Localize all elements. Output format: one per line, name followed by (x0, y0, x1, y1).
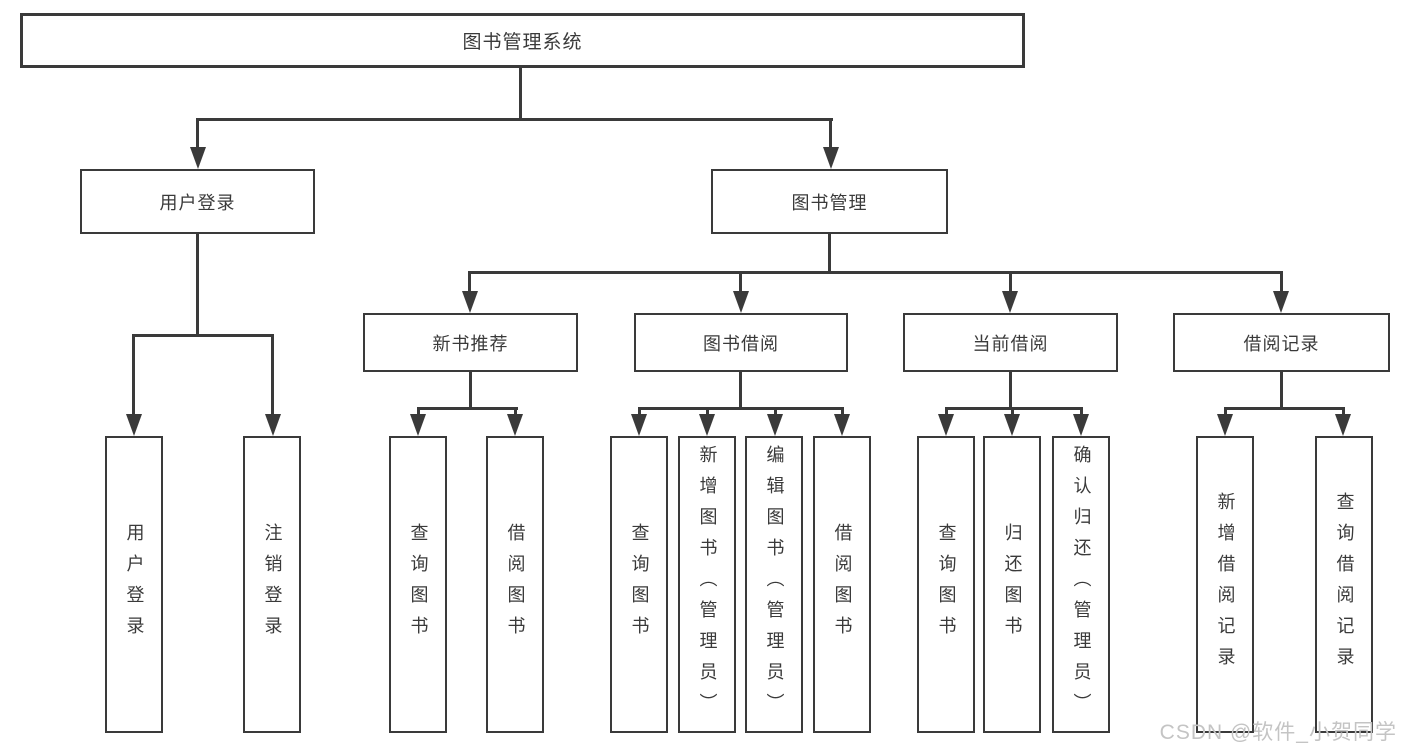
leaf-label: 借阅图书 (505, 522, 526, 647)
leaf-label: 查询借阅记录 (1334, 491, 1355, 678)
connector-arrowhead (1073, 414, 1089, 436)
leaf-label: 新增图书（管理员） (697, 445, 718, 724)
leaf-query-books-borrow: 查询图书 (610, 436, 668, 733)
node-label: 用户登录 (159, 192, 236, 213)
connector-line (1342, 407, 1345, 418)
connector-arrowhead (507, 414, 523, 436)
node-library-management-system: 图书管理系统 (20, 13, 1025, 68)
node-label: 当前借阅 (972, 333, 1049, 354)
node-label: 借阅记录 (1243, 333, 1320, 354)
leaf-borrow-books-recommend: 借阅图书 (486, 436, 544, 733)
leaf-query-books-recommend: 查询图书 (389, 436, 447, 733)
connector-arrowhead (767, 414, 783, 436)
connector-line (1224, 407, 1345, 410)
connector-line (945, 407, 948, 418)
leaf-label: 确认归还（管理员） (1071, 445, 1092, 724)
connector-line (1280, 271, 1283, 295)
connector-line (132, 334, 135, 418)
connector-line (519, 68, 522, 120)
node-label: 新书推荐 (432, 333, 509, 354)
leaf-label: 查询图书 (408, 522, 429, 647)
leaf-label: 借阅图书 (832, 522, 853, 647)
leaf-add-borrow-record: 新增借阅记录 (1196, 436, 1254, 733)
connector-arrowhead (410, 414, 426, 436)
leaf-label: 注销登录 (262, 522, 283, 647)
connector-line (638, 407, 844, 410)
connector-line (1080, 407, 1083, 418)
connector-arrowhead (823, 147, 839, 169)
connector-line (706, 407, 709, 418)
leaf-query-books-current: 查询图书 (917, 436, 975, 733)
connector-line (196, 234, 199, 336)
connector-line (417, 407, 518, 410)
connector-line (841, 407, 844, 418)
connector-arrowhead (1002, 291, 1018, 313)
connector-arrowhead (699, 414, 715, 436)
node-label: 图书借阅 (703, 333, 779, 354)
connector-arrowhead (190, 147, 206, 169)
connector-line (469, 372, 472, 409)
connector-arrowhead (834, 414, 850, 436)
connector-line (829, 118, 832, 150)
node-current-borrow: 当前借阅 (903, 313, 1118, 372)
connector-arrowhead (265, 414, 281, 436)
node-user-login: 用户登录 (80, 169, 315, 234)
connector-line (774, 407, 777, 418)
connector-line (638, 407, 641, 418)
leaf-label: 查询图书 (936, 522, 957, 647)
connector-line (739, 271, 742, 295)
connector-arrowhead (938, 414, 954, 436)
connector-arrowhead (1004, 414, 1020, 436)
connector-arrowhead (1335, 414, 1351, 436)
connector-line (1280, 372, 1283, 409)
connector-line (196, 118, 833, 121)
node-label: 图书管理系统 (462, 32, 583, 53)
connector-line (514, 407, 517, 418)
connector-line (468, 271, 1283, 274)
leaf-label: 归还图书 (1002, 522, 1023, 647)
leaf-borrow-books: 借阅图书 (813, 436, 871, 733)
connector-line (468, 271, 471, 295)
node-label: 图书管理 (791, 192, 868, 213)
leaf-edit-book-admin: 编辑图书（管理员） (745, 436, 803, 733)
connector-line (132, 334, 274, 337)
connector-arrowhead (126, 414, 142, 436)
leaf-label: 查询图书 (629, 522, 650, 647)
leaf-add-book-admin: 新增图书（管理员） (678, 436, 736, 733)
leaf-logout: 注销登录 (243, 436, 301, 733)
connector-line (271, 334, 274, 418)
leaf-label: 编辑图书（管理员） (764, 445, 785, 724)
connector-line (1224, 407, 1227, 418)
leaf-return-books: 归还图书 (983, 436, 1041, 733)
connector-line (1009, 372, 1012, 409)
connector-line (739, 372, 742, 409)
connector-arrowhead (733, 291, 749, 313)
connector-line (417, 407, 420, 418)
connector-line (828, 234, 831, 273)
node-book-management: 图书管理 (711, 169, 948, 234)
node-book-borrow: 图书借阅 (634, 313, 848, 372)
connector-arrowhead (631, 414, 647, 436)
leaf-query-borrow-record: 查询借阅记录 (1315, 436, 1373, 733)
connector-line (1011, 407, 1014, 418)
node-borrow-records: 借阅记录 (1173, 313, 1390, 372)
connector-arrowhead (1217, 414, 1233, 436)
leaf-label: 用户登录 (124, 522, 145, 647)
connector-line (945, 407, 1083, 410)
leaf-label: 新增借阅记录 (1215, 491, 1236, 678)
leaf-confirm-return-admin: 确认归还（管理员） (1052, 436, 1110, 733)
connector-line (1009, 271, 1012, 295)
connector-arrowhead (1273, 291, 1289, 313)
csdn-watermark: CSDN @软件_小贺同学 (1159, 721, 1397, 744)
leaf-user-login: 用户登录 (105, 436, 163, 733)
connector-arrowhead (462, 291, 478, 313)
node-new-book-recommend: 新书推荐 (363, 313, 578, 372)
connector-line (196, 118, 199, 150)
